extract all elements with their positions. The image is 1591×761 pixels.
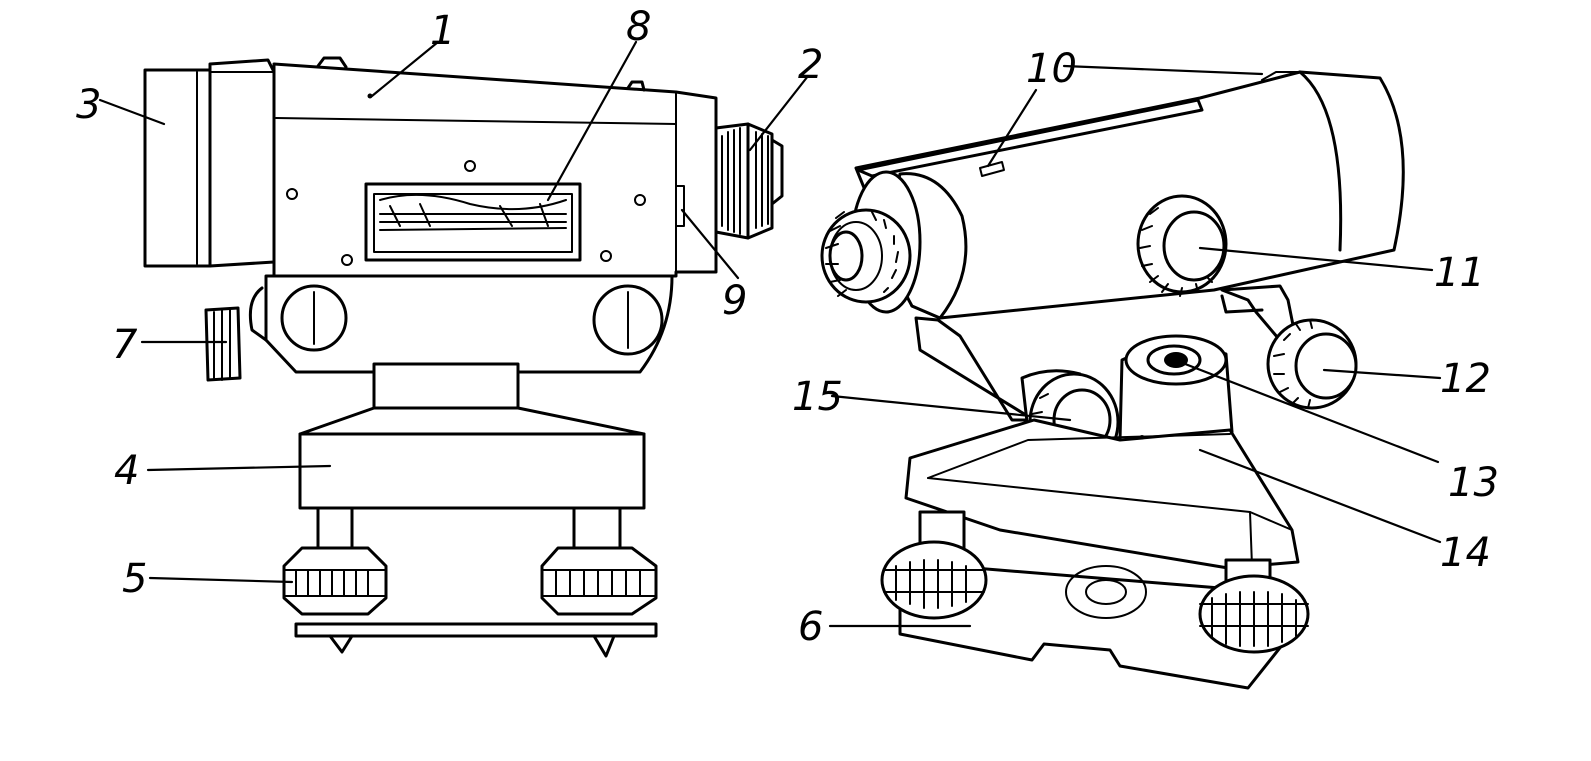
triangular-base bbox=[904, 418, 1300, 570]
foot-screws-right bbox=[880, 510, 1310, 654]
label-4: 4 bbox=[114, 448, 139, 494]
label-9: 9 bbox=[722, 278, 747, 324]
objective-hood bbox=[143, 58, 276, 268]
label-2: 2 bbox=[798, 42, 823, 88]
telescope-body-right bbox=[850, 70, 1405, 320]
right-perspective-view bbox=[820, 70, 1405, 690]
label-8: 8 bbox=[626, 4, 651, 50]
leader-13 bbox=[1178, 360, 1440, 464]
leader-12 bbox=[1322, 368, 1442, 380]
leader-15 bbox=[830, 394, 1072, 422]
label-11: 11 bbox=[1434, 250, 1485, 296]
knob-11 bbox=[1136, 194, 1228, 297]
label-1: 1 bbox=[430, 8, 455, 54]
upper-base bbox=[204, 274, 674, 382]
center-column bbox=[1118, 334, 1234, 451]
eyepiece bbox=[714, 122, 784, 240]
focus-ring-right bbox=[820, 208, 912, 304]
leader-11 bbox=[1198, 246, 1434, 272]
label-12: 12 bbox=[1440, 356, 1491, 402]
support-frame bbox=[914, 284, 1296, 422]
leader-lines bbox=[98, 40, 1442, 628]
label-3: 3 bbox=[76, 82, 101, 128]
leader-4 bbox=[146, 464, 332, 472]
left-side-view bbox=[143, 56, 784, 658]
part-numbers: 1 2 3 4 5 6 7 8 9 10 11 12 13 14 15 bbox=[76, 4, 1499, 650]
foot-screws-left bbox=[282, 506, 658, 658]
leader-3 bbox=[98, 98, 166, 126]
label-10: 10 bbox=[1026, 46, 1077, 92]
base-plate bbox=[898, 564, 1304, 690]
leader-9 bbox=[680, 208, 740, 280]
leader-8 bbox=[546, 40, 638, 202]
leader-5 bbox=[148, 576, 294, 584]
leader-14 bbox=[1198, 448, 1442, 544]
tribrach bbox=[298, 406, 646, 510]
leader-1 bbox=[370, 40, 440, 98]
leader-10 bbox=[986, 64, 1264, 168]
label-6: 6 bbox=[798, 604, 823, 650]
label-13: 13 bbox=[1448, 460, 1499, 506]
label-15: 15 bbox=[792, 374, 843, 420]
telescope-body bbox=[272, 56, 718, 278]
label-5: 5 bbox=[122, 556, 147, 602]
label-14: 14 bbox=[1440, 530, 1491, 576]
neck bbox=[372, 362, 520, 416]
leader-2 bbox=[748, 74, 810, 152]
label-7: 7 bbox=[112, 322, 138, 368]
knob-12 bbox=[1266, 318, 1358, 410]
